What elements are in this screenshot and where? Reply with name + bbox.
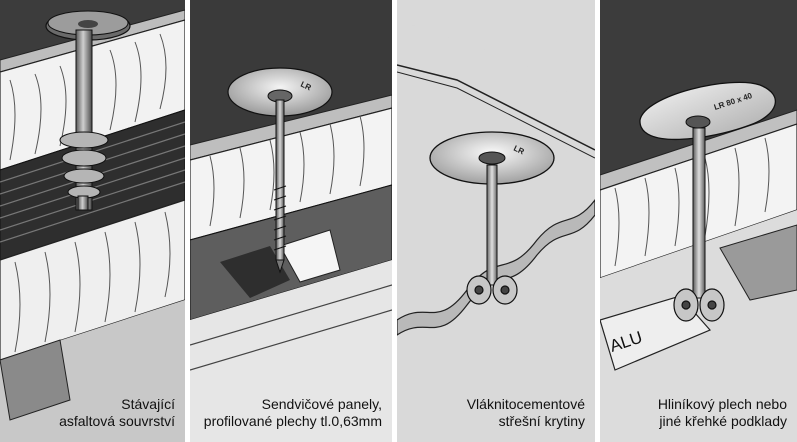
caption-line-2: profilované plechy tl.0,63mm bbox=[203, 413, 382, 429]
stamp-lr: LR bbox=[512, 144, 526, 157]
caption-bituminous: Stávající asfaltová souvrství bbox=[59, 396, 175, 430]
caption-line-2: jiné křehké podklady bbox=[659, 413, 787, 429]
caption-line-2: asfaltová souvrství bbox=[59, 413, 175, 429]
caption-line-1: Hliníkový plech nebo bbox=[657, 396, 787, 412]
panel-sandwich: LR Sendvičové panely, profilované plechy… bbox=[190, 0, 392, 442]
fibre-cement-drawing: LR bbox=[397, 0, 595, 336]
caption-line-2: střešní krytiny bbox=[498, 413, 585, 429]
caption-line-1: Sendvičové panely, bbox=[261, 396, 382, 412]
bituminous-drawing bbox=[0, 0, 185, 442]
caption-line-1: Stávající bbox=[121, 396, 175, 412]
caption-line-1: Vláknitocementové bbox=[466, 396, 585, 412]
sandwich-drawing: LR bbox=[190, 0, 392, 442]
caption-sandwich: Sendvičové panely, profilované plechy tl… bbox=[204, 396, 382, 430]
aluminium-drawing: ALU LR 80 x 40 bbox=[600, 0, 797, 442]
panel-aluminium: ALU LR 80 x 40 Hliníkový plech nebo jiné… bbox=[600, 0, 797, 442]
panel-bituminous: Stávající asfaltová souvrství bbox=[0, 0, 185, 442]
caption-fibre-cement: Vláknitocementové střešní krytiny bbox=[467, 396, 585, 430]
panel-fibre-cement: LR Vláknitocementové střešní krytiny bbox=[397, 0, 595, 442]
caption-aluminium: Hliníkový plech nebo jiné křehké podklad… bbox=[658, 396, 787, 430]
stamp-lr: LR bbox=[299, 80, 313, 93]
